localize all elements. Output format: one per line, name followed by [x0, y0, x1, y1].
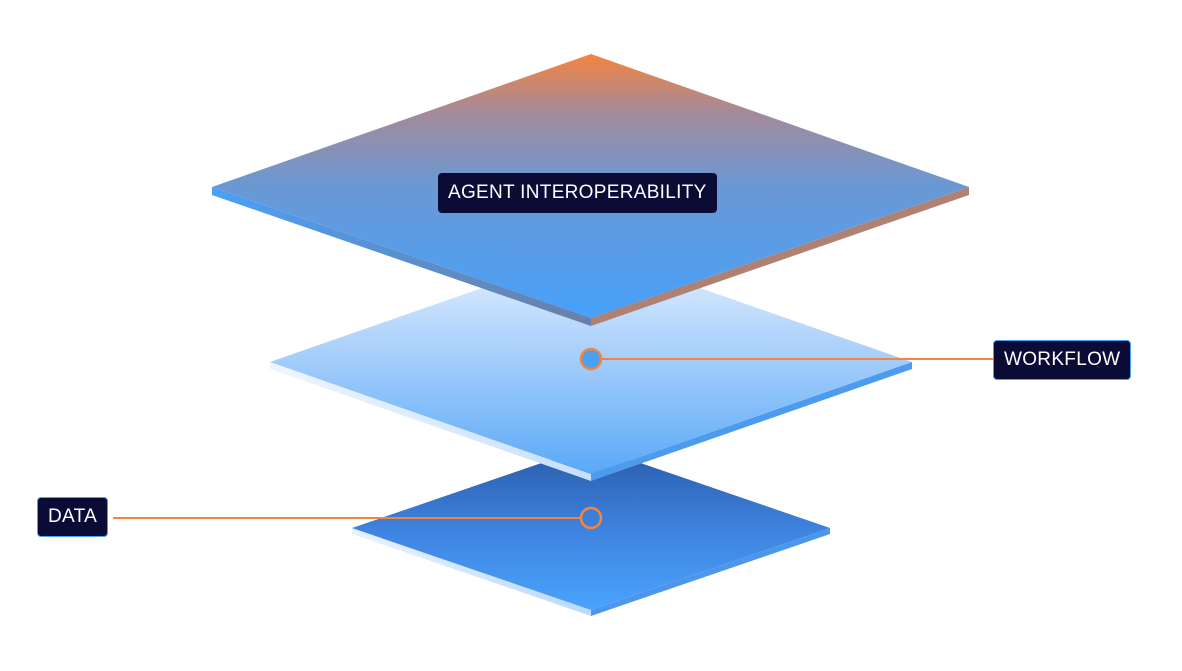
- data-layer-right-edge: [591, 528, 830, 616]
- workflow-label: WORKFLOW: [993, 340, 1132, 380]
- data-label: DATA: [37, 497, 109, 537]
- workflow-layer-right-edge: [591, 362, 912, 481]
- workflow-connector-dot: [579, 347, 603, 371]
- agent-interoperability-label: AGENT INTEROPERABILITY: [438, 173, 717, 213]
- data-connector-dot: [579, 506, 603, 530]
- workflow-layer-left-edge: [270, 362, 591, 481]
- agent-layer-left-edge: [212, 187, 591, 326]
- agent-layer-right-edge: [591, 187, 969, 326]
- data-layer-left-edge: [352, 528, 591, 616]
